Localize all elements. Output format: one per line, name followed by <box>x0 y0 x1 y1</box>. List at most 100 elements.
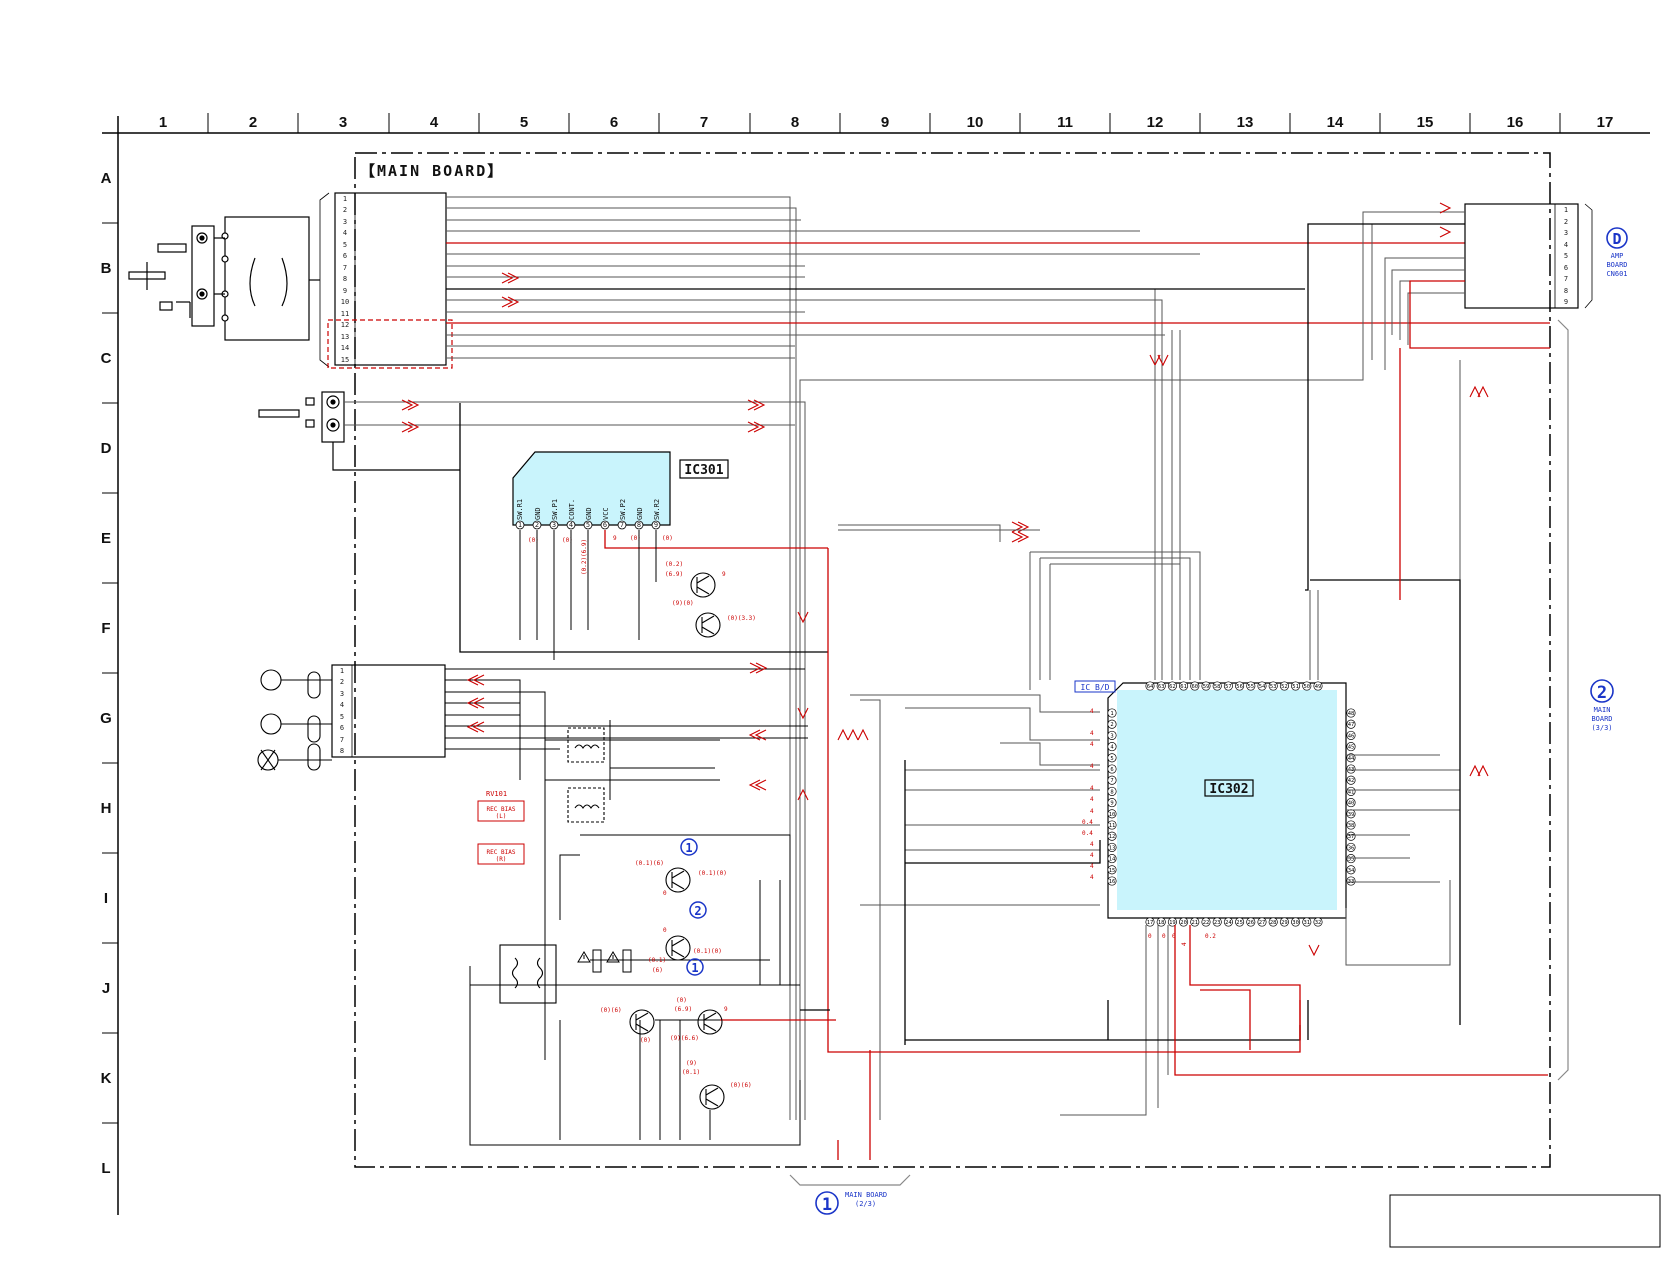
ic302-pin <box>1107 764 1117 774</box>
ic301-voltage: (0) <box>562 537 573 544</box>
ic302-pin-number: 59 <box>1203 684 1210 690</box>
ic302-pin <box>1346 876 1356 886</box>
connector-main-pin: 4 <box>343 229 347 237</box>
head-block <box>128 216 320 341</box>
connector-main-pin: 8 <box>343 275 347 283</box>
connector-jack-pin: 7 <box>340 736 344 744</box>
connector-main-pin: 12 <box>341 321 349 329</box>
col-label: 6 <box>610 114 618 131</box>
circled-marker: 1 <box>691 961 698 975</box>
ic302-pin-number: 25 <box>1236 920 1243 926</box>
ic302-pin <box>1279 917 1289 927</box>
circled-marker: 2 <box>694 904 701 918</box>
q4-voltage: (0.1) <box>648 957 666 964</box>
ic301-pin-number: 4 <box>569 521 573 529</box>
connector-amp-pin: 4 <box>1564 241 1568 249</box>
q5-voltage: (0) <box>640 1037 651 1044</box>
pin-voltage: 4 <box>1090 785 1094 792</box>
ic302-pin <box>1179 681 1189 691</box>
ic301-label: IC301 <box>684 463 723 478</box>
ic302-pin <box>1291 681 1301 691</box>
ic302-pin <box>1107 798 1117 808</box>
rec-bias-r-label: REC BIAS <box>487 849 516 856</box>
ic301-pin-name: GND <box>585 507 593 520</box>
ic302-pin <box>1179 917 1189 927</box>
connector-main-pin: 7 <box>343 264 347 272</box>
ic302-pin-number: 28 <box>1270 920 1277 926</box>
rec-bias-r-label: (R) <box>496 856 507 863</box>
ic302-pin <box>1223 917 1233 927</box>
q4-voltage: (0.1)(0) <box>693 948 722 955</box>
ic302-pin-number: 8 <box>1110 789 1113 795</box>
ic301-voltage: 9 <box>613 535 617 542</box>
ic302-pin <box>1246 681 1256 691</box>
ic302-label: IC302 <box>1209 782 1248 797</box>
ic302-pin-number: 15 <box>1109 868 1116 874</box>
ic301-pin-number: 6 <box>603 521 607 529</box>
q7-voltage: (0.1) <box>682 1069 700 1076</box>
ic302-pin-number: 63 <box>1158 684 1165 690</box>
amp-board-label: BOARD <box>1606 261 1627 269</box>
ic302-pin <box>1346 854 1356 864</box>
ic302-pin <box>1167 681 1177 691</box>
ic302-pin <box>1235 917 1245 927</box>
q6-voltage: (0) <box>676 997 687 1004</box>
q1-voltage: (0.2) <box>665 561 683 568</box>
ic302-pin <box>1156 917 1166 927</box>
ic302-pin-number: 42 <box>1348 778 1355 784</box>
connector-main-pin: 2 <box>343 206 347 214</box>
ic302-pin-number: 12 <box>1109 834 1116 840</box>
ic302-pin <box>1107 865 1117 875</box>
ic301-pin-number: 5 <box>586 521 590 529</box>
ic302-pin <box>1346 798 1356 808</box>
connector-jack-pin: 3 <box>340 690 344 698</box>
title-block <box>1389 1194 1661 1248</box>
q4-voltage: 0 <box>663 927 667 934</box>
q1-voltage: 9 <box>722 571 726 578</box>
connector-amp-pin: 6 <box>1564 264 1568 272</box>
ic302-pin <box>1313 681 1323 691</box>
ic301-voltage: (0) <box>630 535 641 542</box>
ic302-pin-number: 50 <box>1303 684 1310 690</box>
amp-board-label: AMP <box>1611 252 1624 260</box>
traces-amp <box>799 211 1465 1120</box>
rv101-label: (L) <box>496 813 507 820</box>
offpage-marker-amp <box>1606 227 1628 249</box>
ic302-pin-number: 22 <box>1203 920 1210 926</box>
col-label: 14 <box>1327 114 1344 131</box>
board-outline <box>354 152 1551 1168</box>
ic302-pin-number: 64 <box>1147 684 1154 690</box>
ic301-pin-name: VCC <box>602 507 610 520</box>
connector-main-pin: 9 <box>343 287 347 295</box>
ic302-pin-number: 52 <box>1281 684 1288 690</box>
col-label: 2 <box>249 114 257 131</box>
ic302-pin-number: 39 <box>1348 812 1355 818</box>
ic301-pin-name: SW.R2 <box>653 499 661 520</box>
col-label: 7 <box>700 114 708 131</box>
ic302-pin-number: 38 <box>1348 823 1355 829</box>
ic302-pin-number: 41 <box>1348 789 1355 795</box>
ic301: IC301 SW.R1 GND SW.P1 CONT. GND VCC SW.P… <box>512 451 729 575</box>
traces-ic301 <box>519 530 657 660</box>
connector-main-highlight <box>327 319 453 369</box>
ic302-pin <box>1302 681 1312 691</box>
ic302-pin <box>1190 681 1200 691</box>
main-board-label: (3/3) <box>1591 724 1612 732</box>
ic301-pin-name: SW.R1 <box>516 499 524 520</box>
main-board-label: BOARD <box>1591 715 1612 723</box>
connector-main-pin: 6 <box>343 252 347 260</box>
q3-voltage: (0.1)(0) <box>698 870 727 877</box>
col-label: 3 <box>339 114 347 131</box>
ic302-pin-number: 36 <box>1348 845 1355 851</box>
offpage-bracket-bottom <box>789 1174 911 1186</box>
ic302-pin <box>1346 730 1356 740</box>
connector-amp-pin: 7 <box>1564 275 1568 283</box>
row-label: E <box>101 530 111 547</box>
ic301-voltage: (0.2)(6.9) <box>581 539 588 575</box>
connector-jack-pin: 8 <box>340 747 344 755</box>
ic301-pin-name: CONT. <box>568 499 576 520</box>
ic302-pin-number: 17 <box>1147 920 1154 926</box>
q1-voltage: (6.9) <box>665 571 683 578</box>
ic302-pin <box>1145 917 1155 927</box>
